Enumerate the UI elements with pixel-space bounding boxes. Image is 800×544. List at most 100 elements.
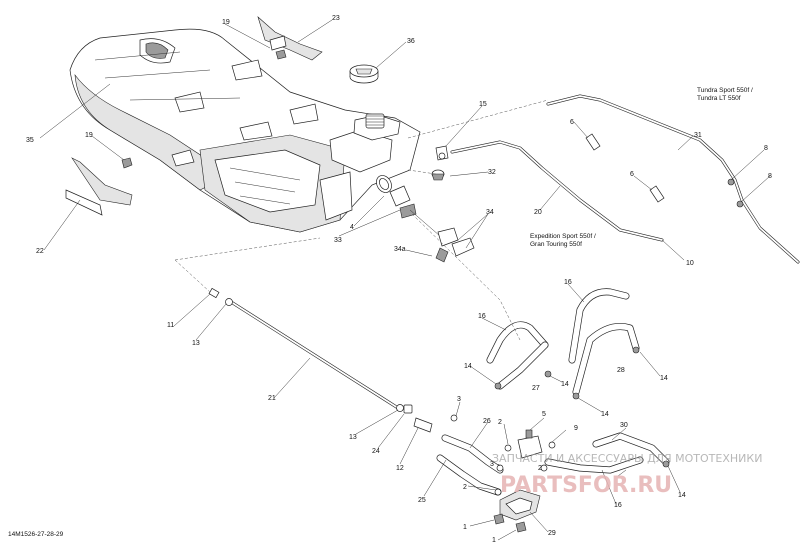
note-tundra-line1: Tundra Sport 550f / [697,87,753,94]
hose-16-lower [544,456,644,474]
fuel-line-21 [226,298,400,410]
watermark-tagline: ЗАПЧАСТИ И АКСЕССУАРЫ ДЛЯ МОТОТЕХНИКИ [492,452,762,465]
vent-line-20 [450,140,664,242]
note-expedition-line2: Gran Touring 550f [530,241,582,248]
clamp-13-lower [396,404,404,412]
callout-20: 20 [534,209,542,216]
callout-labels: 1 1 2 2 2 3 3 4 5 6 6 8 8 9 10 11 12 13 … [26,15,772,544]
heat-shield-lower [65,157,133,216]
screw-1-b [515,521,527,533]
callout-9: 9 [574,425,578,432]
hose-26 [441,434,504,474]
note-tundra-line2: Tundra LT 550f [697,95,741,102]
hose-28 [572,323,640,396]
callout-16b: 16 [564,279,572,286]
callout-8b: 8 [768,173,772,180]
callout-28: 28 [617,367,625,374]
model-notes: Tundra Sport 550f / Tundra LT 550f Exped… [530,87,753,248]
callout-33: 33 [334,237,342,244]
callout-3b: 3 [490,461,494,468]
tee-fitting-5 [517,429,543,459]
hose-16-upper [568,288,630,364]
hose-30 [592,432,670,466]
callout-16c: 16 [614,502,622,509]
clamp-14-d [632,346,640,354]
clamp-2-a [504,444,512,452]
callout-14b: 14 [561,381,569,388]
vent-fitting [435,145,449,161]
callout-31: 31 [694,132,702,139]
hose-27 [496,341,549,390]
callout-13b: 13 [349,434,357,441]
fuel-tank [69,28,421,233]
callout-13a: 13 [192,340,200,347]
hose-16-left [486,321,549,364]
callout-2b: 2 [538,465,542,472]
clamp-2-c [494,488,502,496]
callout-12: 12 [396,465,404,472]
callout-34a: 34a [394,246,406,253]
filler-neck [365,113,385,129]
vent-line-31 [546,94,800,264]
note-expedition-line1: Expedition Sport 550f / [530,233,596,240]
clamp-3-lower [496,464,504,472]
pump-connector [389,185,417,219]
callout-25: 25 [418,497,426,504]
primer-bracket-29 [499,489,541,521]
callout-16a: 16 [478,313,486,320]
callout-35: 35 [26,137,34,144]
clamp-9 [548,441,556,449]
clamp-8a [727,178,735,186]
heat-shield-upper [257,16,323,61]
callout-11: 11 [167,322,174,329]
callout-32: 32 [488,169,496,176]
callout-14e: 14 [678,492,686,499]
callout-26: 26 [483,418,491,425]
callout-14a: 14 [464,363,472,370]
callout-19b: 19 [85,132,93,139]
callout-14d: 14 [660,375,668,382]
fitting-12 [413,417,433,433]
callout-1b: 1 [492,537,496,544]
assembly-lines [174,99,549,341]
vent-check-valve-6a [585,133,601,151]
clamp-3-upper [450,414,458,422]
leader-lines [39,19,771,541]
callout-23: 23 [332,15,340,22]
rollover-valve [431,169,445,181]
fitting-11 [208,287,220,299]
fitting-24 [403,404,413,414]
callout-30: 30 [620,422,628,429]
callout-6b: 6 [630,171,634,178]
callout-5: 5 [542,411,546,418]
fuel-level-sensor [409,209,475,263]
callout-8a: 8 [764,145,768,152]
clip-19-lower [121,157,133,169]
watermark-brand: PARTSFOR.RU [500,473,672,498]
drawing-code: 14M1526-27-28-29 [8,531,64,538]
clamp-14-a [494,382,502,390]
callout-36: 36 [407,38,415,45]
clamp-13-upper [225,298,233,306]
clamp-8b [736,200,744,208]
clamp-2-b [540,464,548,472]
callout-19a: 19 [222,19,230,26]
callout-2c: 2 [463,484,467,491]
callout-24: 24 [372,448,380,455]
callout-10: 10 [686,260,694,267]
callout-27: 27 [532,385,540,392]
clip-19-upper [275,49,287,60]
callout-6a: 6 [570,119,574,126]
clamp-14-c [572,392,580,400]
vent-check-valve-6b [649,185,665,203]
clamp-14-b [544,370,552,378]
callout-15: 15 [479,101,487,108]
callout-34: 34 [486,209,494,216]
callout-29: 29 [548,530,556,537]
callout-22: 22 [36,248,44,255]
callout-21: 21 [268,395,276,402]
callout-1a: 1 [463,524,467,531]
callout-2a: 2 [498,419,502,426]
callout-14c: 14 [601,411,609,418]
